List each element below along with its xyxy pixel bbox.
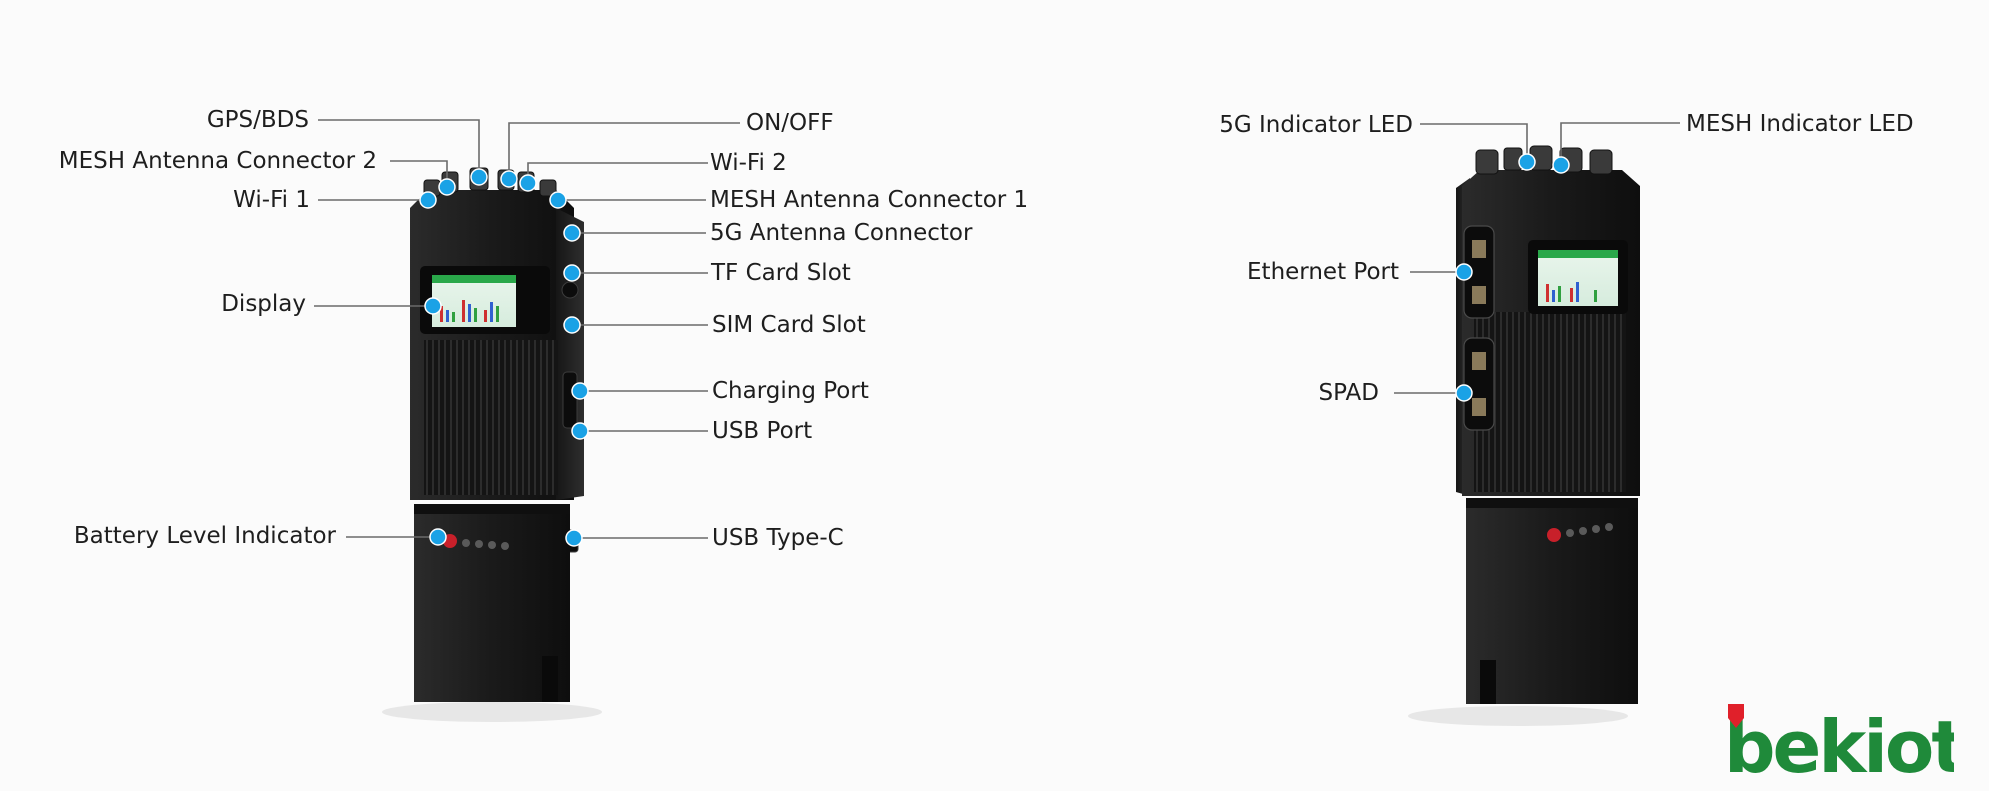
- leader-gps-bds: [318, 119, 480, 174]
- dot-mesh-led: [1552, 156, 1570, 174]
- dot-charging-port: [571, 382, 589, 400]
- dot-display: [424, 297, 442, 315]
- dot-usb-type-c: [565, 529, 583, 547]
- front-callout-dots: [419, 168, 589, 547]
- callout-wifi-1: Wi-Fi 1: [233, 187, 310, 213]
- dot-mesh-antenna-1: [549, 191, 567, 209]
- bekiot-logo: bekiot: [1724, 704, 1954, 782]
- dot-spad: [1455, 384, 1473, 402]
- dot-5g-antenna: [563, 224, 581, 242]
- dot-sim-card: [563, 316, 581, 334]
- callout-mesh-antenna-1: MESH Antenna Connector 1: [710, 187, 1029, 213]
- dot-wifi-2: [519, 174, 537, 192]
- callout-usb-port: USB Port: [712, 418, 813, 444]
- callout-ethernet-port: Ethernet Port: [1247, 259, 1399, 285]
- callout-5g-antenna: 5G Antenna Connector: [710, 220, 973, 246]
- callout-battery-level: Battery Level Indicator: [73, 523, 336, 549]
- callout-display: Display: [221, 291, 306, 317]
- dot-on-off: [500, 170, 518, 188]
- callout-gps-bds: GPS/BDS: [206, 107, 309, 133]
- callout-tf-card: TF Card Slot: [711, 260, 851, 286]
- svg-text:bekiot: bekiot: [1724, 705, 1954, 782]
- front-device: [382, 167, 602, 722]
- callout-mesh-led: MESH Indicator LED: [1686, 111, 1914, 137]
- leader-mesh-led: [1560, 122, 1680, 162]
- dot-tf-card: [563, 264, 581, 282]
- leader-wifi-2: [527, 162, 708, 180]
- callout-on-off: ON/OFF: [746, 110, 834, 136]
- dot-5g-led: [1518, 153, 1536, 171]
- dot-usb-port: [571, 422, 589, 440]
- callout-sim-card: SIM Card Slot: [712, 312, 866, 338]
- callout-charging-port: Charging Port: [712, 378, 869, 404]
- callout-mesh-antenna-2: MESH Antenna Connector 2: [58, 148, 377, 174]
- leader-mesh-antenna-2: [390, 160, 448, 184]
- dot-gps-bds: [470, 168, 488, 186]
- leader-on-off: [508, 122, 740, 176]
- back-leader-lines: [1394, 122, 1680, 394]
- dot-battery-level: [429, 528, 447, 546]
- callout-5g-led: 5G Indicator LED: [1219, 112, 1413, 138]
- dot-wifi-1: [419, 191, 437, 209]
- back-device: [1408, 145, 1640, 726]
- leader-5g-led: [1420, 123, 1528, 160]
- back-callout-dots: [1455, 153, 1570, 402]
- callout-spad: SPAD: [1318, 380, 1379, 406]
- dot-mesh-antenna-2: [438, 178, 456, 196]
- callout-wifi-2: Wi-Fi 2: [710, 150, 787, 176]
- dot-ethernet-port: [1455, 263, 1473, 281]
- callout-usb-type-c: USB Type-C: [712, 525, 844, 551]
